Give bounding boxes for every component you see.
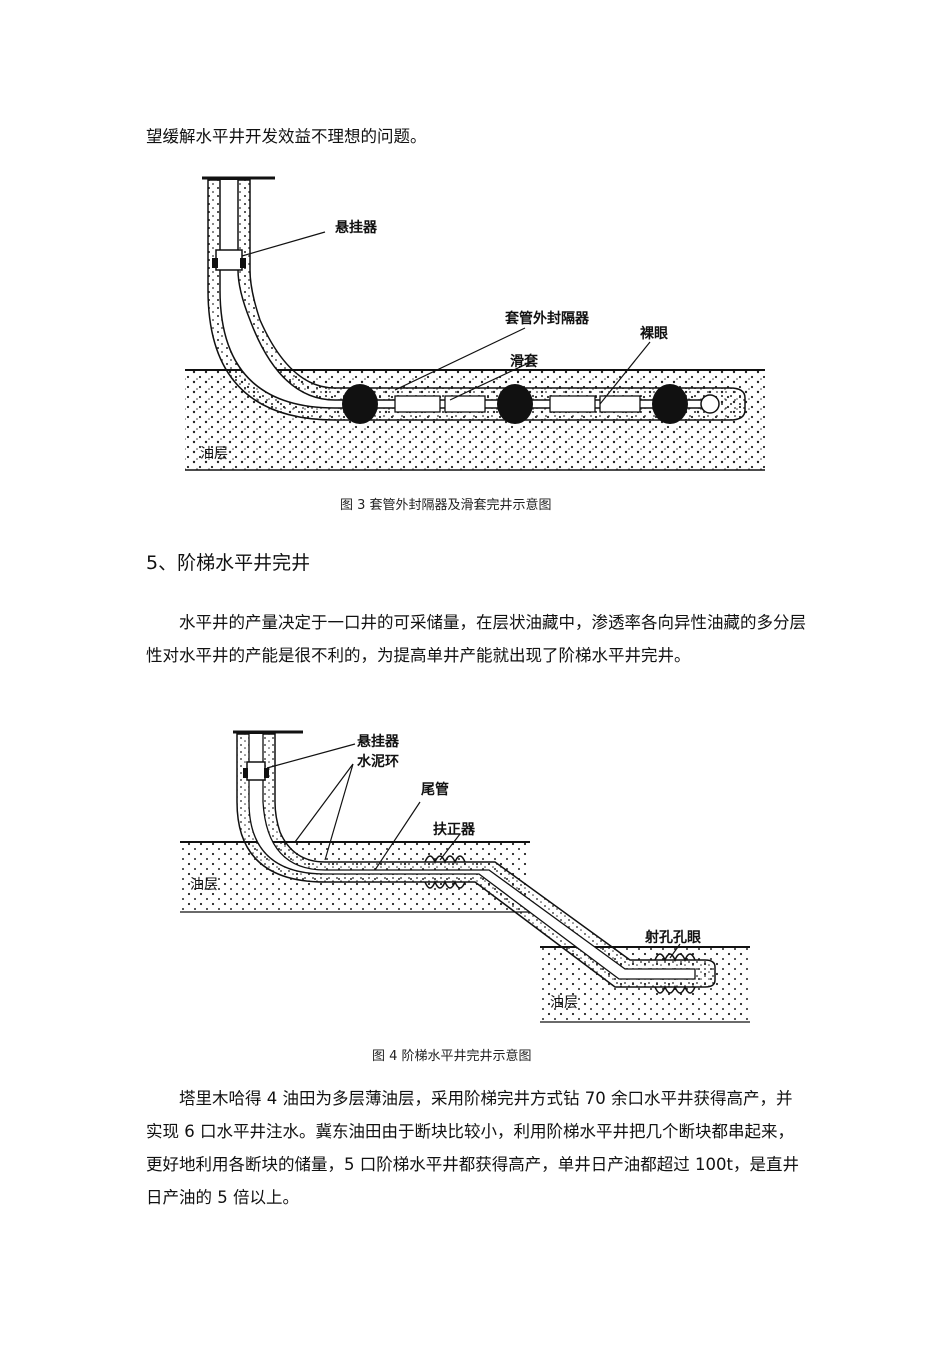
centralizer-icon <box>424 855 466 889</box>
figure-4: 悬挂器 水泥环 尾管 扶正器 射孔孔眼 油层 油层 <box>175 722 760 1027</box>
label-openhole: 裸眼 <box>640 325 668 342</box>
hanger-icon <box>215 249 243 271</box>
sleeve-icon <box>394 395 441 413</box>
figure-4-diagram: 悬挂器 水泥环 尾管 扶正器 射孔孔眼 油层 油层 <box>180 730 750 1023</box>
label-liner: 尾管 <box>421 781 449 798</box>
intro-paragraph-tail: 望缓解水平井开发效益不理想的问题。 <box>146 127 427 146</box>
packer-icon <box>342 384 378 424</box>
sleeve-icon <box>444 395 486 413</box>
label-cement: 水泥环 <box>357 753 399 770</box>
label-sleeve: 滑套 <box>510 353 538 370</box>
figure-3-diagram: 悬挂器 套管外封隔器 滑套 裸眼 油层 <box>185 176 765 471</box>
label-lower-reservoir: 油层 <box>550 995 578 1011</box>
tubing <box>219 180 711 409</box>
figure-4-caption: 图 4 阶梯水平井完井示意图 <box>372 1049 532 1064</box>
figure-3: 悬挂器 套管外封隔器 滑套 裸眼 油层 <box>180 170 770 485</box>
guide-shoe-icon <box>700 394 720 414</box>
label-hanger: 悬挂器 <box>334 219 378 236</box>
packer-icon <box>497 384 533 424</box>
label-hanger: 悬挂器 <box>356 733 400 750</box>
well-path-cemented <box>236 733 716 988</box>
label-centralizer: 扶正器 <box>433 821 476 838</box>
liner <box>248 734 696 980</box>
example-paragraph: 塔里木哈得 4 油田为多层薄油层，采用阶梯完井方式钻 70 余口水平井获得高产，… <box>146 1089 799 1207</box>
label-reservoir: 油层 <box>200 446 228 462</box>
step-paragraph: 水平井的产量决定于一口井的可采储量，在层状油藏中，渗透率各向异性油藏的多分层性对… <box>146 613 806 665</box>
section-heading: 5、阶梯水平井完井 <box>146 552 311 574</box>
packer-icon <box>652 384 688 424</box>
cemented-casing <box>207 179 746 421</box>
sleeve-icon <box>599 395 641 413</box>
sleeve-icon <box>549 395 596 413</box>
hanger-icon <box>246 761 266 781</box>
label-upper-reservoir: 油层 <box>190 877 218 893</box>
label-perforation: 射孔孔眼 <box>644 929 701 946</box>
perforation-icon <box>654 953 696 994</box>
figure-3-caption: 图 3 套管外封隔器及滑套完井示意图 <box>340 498 552 513</box>
label-packer: 套管外封隔器 <box>505 310 590 327</box>
